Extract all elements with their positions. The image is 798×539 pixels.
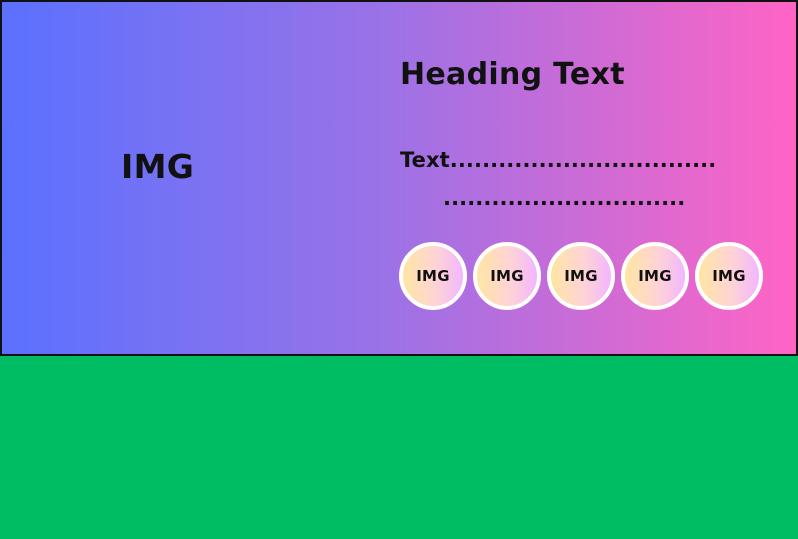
thumbnail-image-3: IMG <box>547 242 615 310</box>
hero-heading: Heading Text <box>400 57 625 92</box>
thumbnail-row: IMG IMG IMG IMG IMG <box>399 242 766 310</box>
thumbnail-image-4: IMG <box>621 242 689 310</box>
hero-text-line-2: .............................. <box>443 186 686 210</box>
hero-text-line-1: Text................................. <box>400 148 717 172</box>
thumbnail-image-1: IMG <box>399 242 467 310</box>
hero-image-placeholder: IMG <box>121 147 195 186</box>
thumbnail-image-5: IMG <box>695 242 763 310</box>
hero-banner: IMG Heading Text Text...................… <box>0 0 798 356</box>
thumbnail-image-2: IMG <box>473 242 541 310</box>
